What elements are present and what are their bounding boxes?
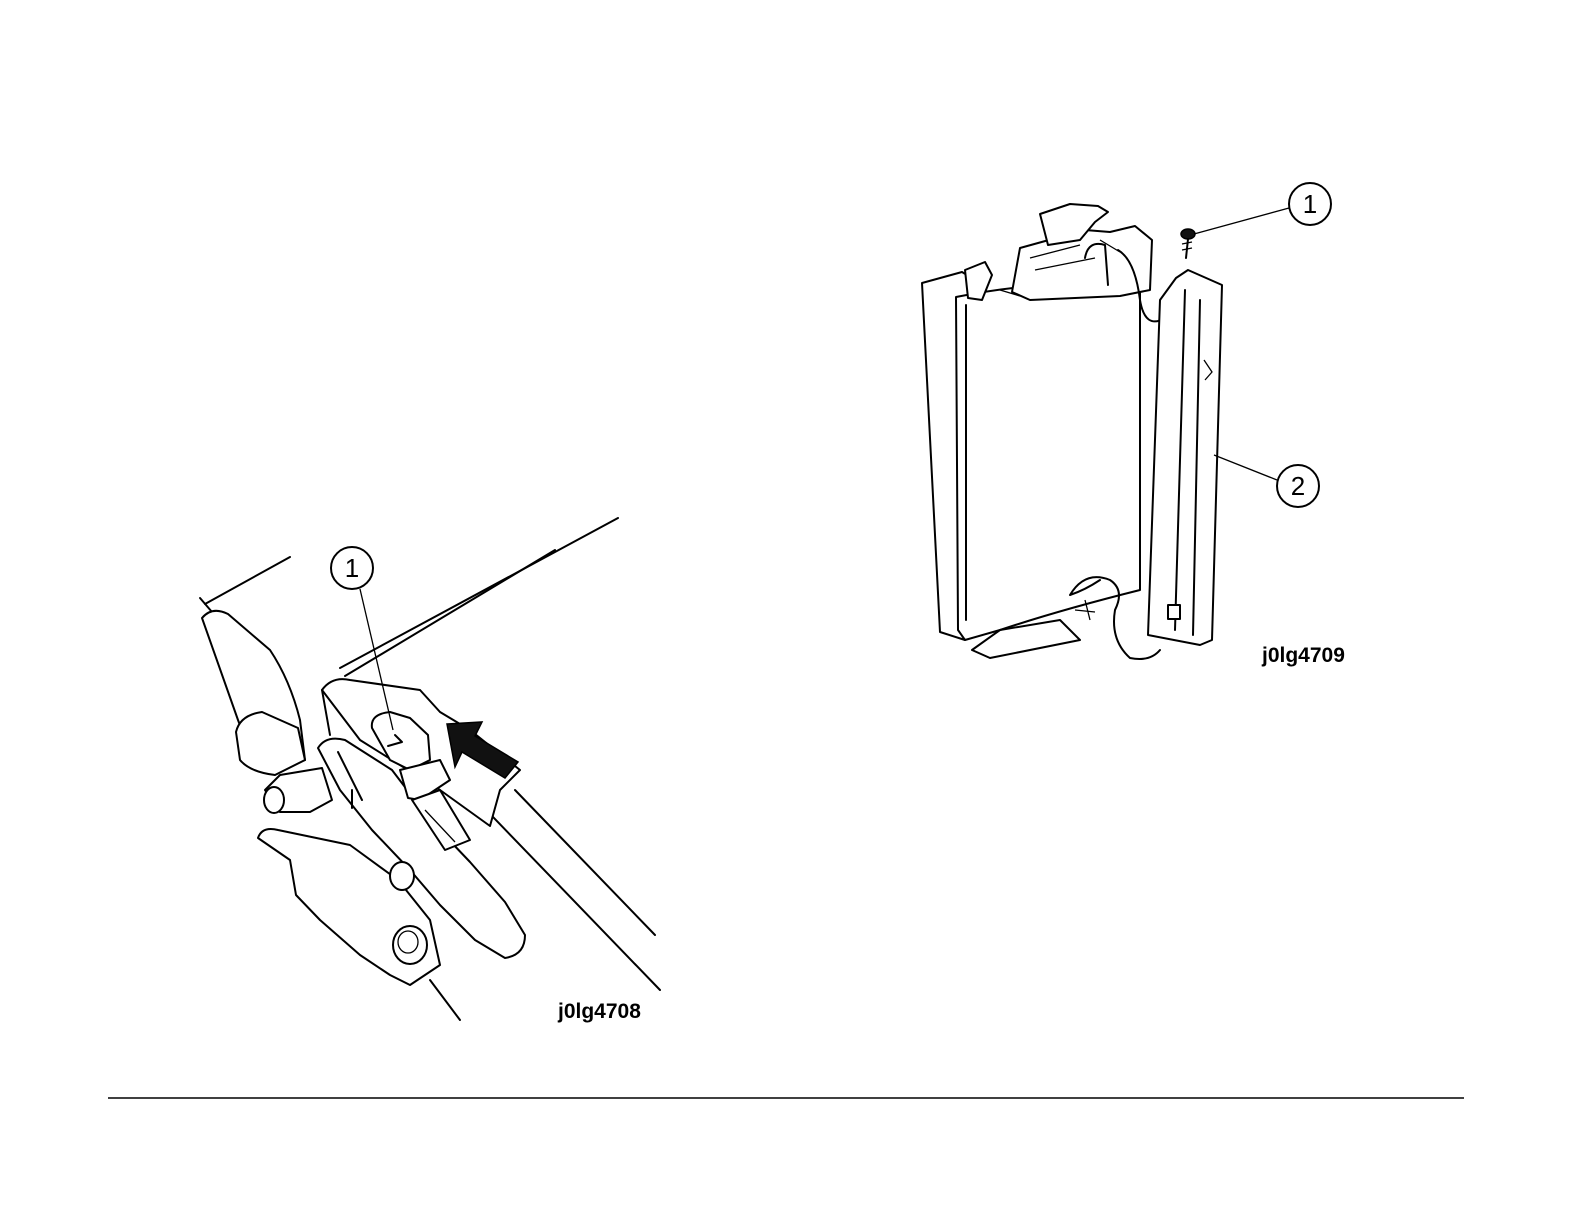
- figure-right-id: j0lg4709: [1261, 644, 1345, 667]
- figure-left: 1 j0lg4708: [200, 518, 660, 1023]
- figure-left-id: j0lg4708: [557, 1000, 641, 1023]
- screw-icon: [1181, 229, 1195, 258]
- callout-1-right: 1: [1194, 183, 1331, 234]
- svg-text:2: 2: [1291, 471, 1305, 501]
- svg-text:1: 1: [345, 553, 359, 583]
- svg-text:1: 1: [1303, 189, 1317, 219]
- figure-right: 1 2 j0lg4709: [922, 183, 1345, 667]
- callout-2-right: 2: [1214, 455, 1319, 507]
